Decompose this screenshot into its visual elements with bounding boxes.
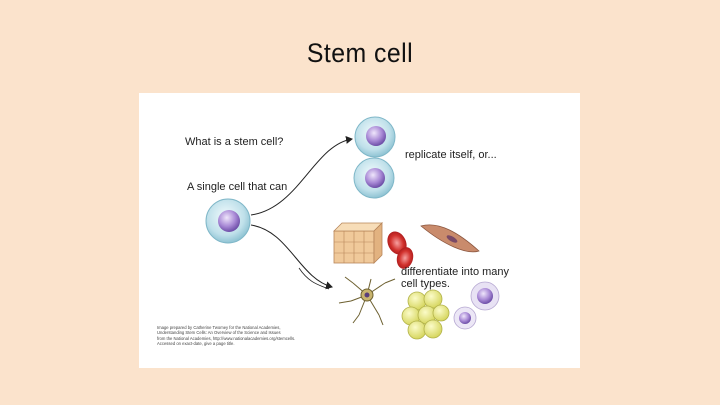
arrow-differentiate-2: [299, 268, 329, 289]
immune-cell-large: [471, 282, 499, 310]
stem-cell: [206, 199, 250, 243]
replicated-cell-bottom: [354, 158, 394, 198]
neuron-cell: [339, 277, 395, 325]
credit-line: Accessed on exact-date, give a page titl…: [157, 341, 307, 346]
arrow-differentiate: [251, 225, 332, 287]
red-blood-cells: [384, 228, 416, 270]
replicate-text: replicate itself, or...: [405, 149, 497, 162]
differentiate-text-line2: cell types.: [401, 278, 450, 291]
epithelial-cells: [334, 223, 382, 263]
immune-cell-small: [454, 307, 476, 329]
question-text: What is a stem cell?: [185, 136, 283, 149]
replicated-cell-top: [355, 117, 395, 157]
arrow-replicate: [251, 139, 352, 215]
image-credit: Image prepared by Catherine Twomey for t…: [157, 325, 307, 346]
stem-cell-figure: What is a stem cell? A single cell that …: [139, 93, 580, 368]
muscle-cell: [421, 225, 479, 252]
fat-cells: [402, 290, 449, 339]
lead-text: A single cell that can: [187, 181, 287, 194]
slide-title: Stem cell: [29, 38, 691, 69]
